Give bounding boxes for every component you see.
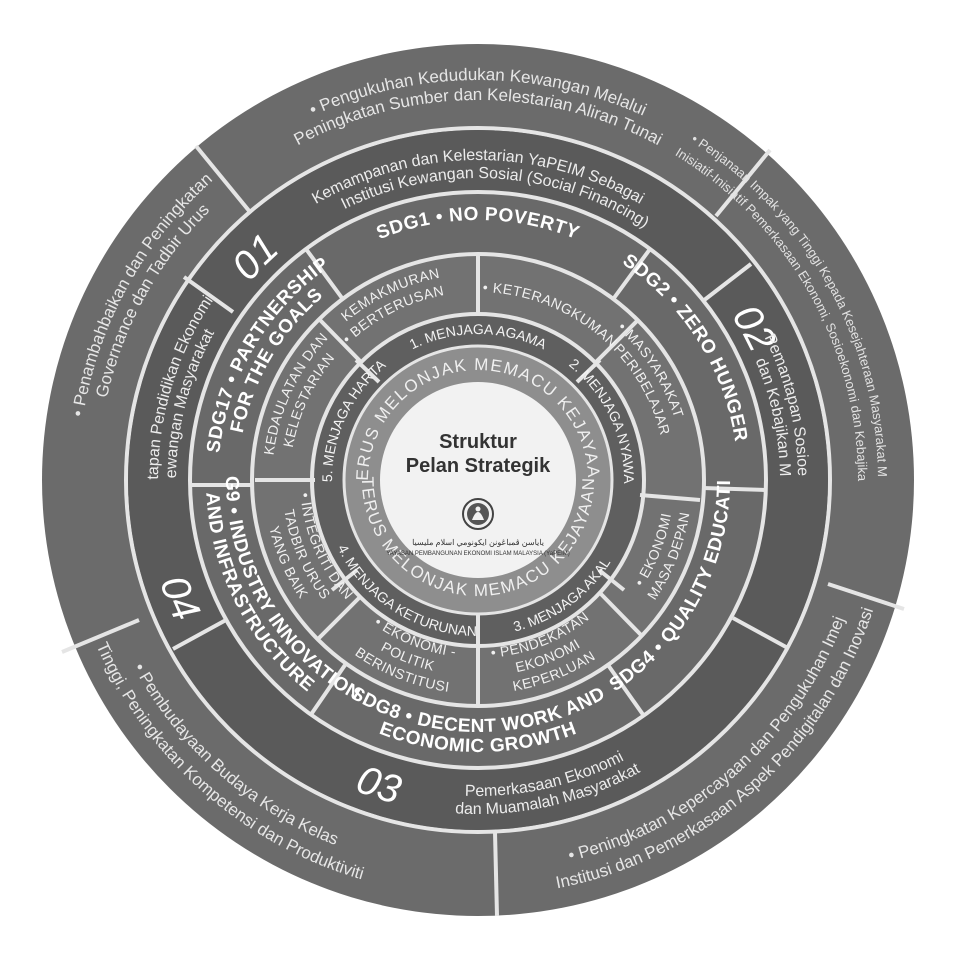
divider [827,582,905,611]
divider [701,262,753,303]
center-panel: Struktur Pelan Strategik ياياسن ڤمباڠونن… [386,431,570,557]
center-title-line1: Struktur [439,431,517,453]
divider [330,568,359,592]
divider [597,568,626,592]
divider [318,318,364,365]
divider [194,144,252,214]
divider [575,358,602,384]
divider [316,595,362,641]
divider [61,618,140,654]
initiative-ring-edge [124,126,832,834]
divider [172,618,227,651]
divider [354,358,381,384]
ring-dividers [61,144,905,917]
divider [732,616,787,649]
divider [308,663,347,718]
center-title-line2: Pelan Strategik [406,455,551,477]
org-name: YAYASAN PEMBANGUNAN EKONOMI ISLAM MALAYS… [386,551,570,557]
divider [493,831,499,917]
divider [606,663,646,718]
divider [593,318,640,365]
divider [598,591,645,639]
divider [304,247,344,300]
divider [612,247,652,300]
divider [714,148,772,218]
divider [182,275,235,314]
divider [702,486,766,492]
divider [639,493,701,502]
yapeim-emblem-icon [462,498,494,530]
center-disc [380,382,576,578]
org-name-jawi: ياياسن ڤمباڠونن ايكونومي اسلام مليسيا [412,538,544,547]
